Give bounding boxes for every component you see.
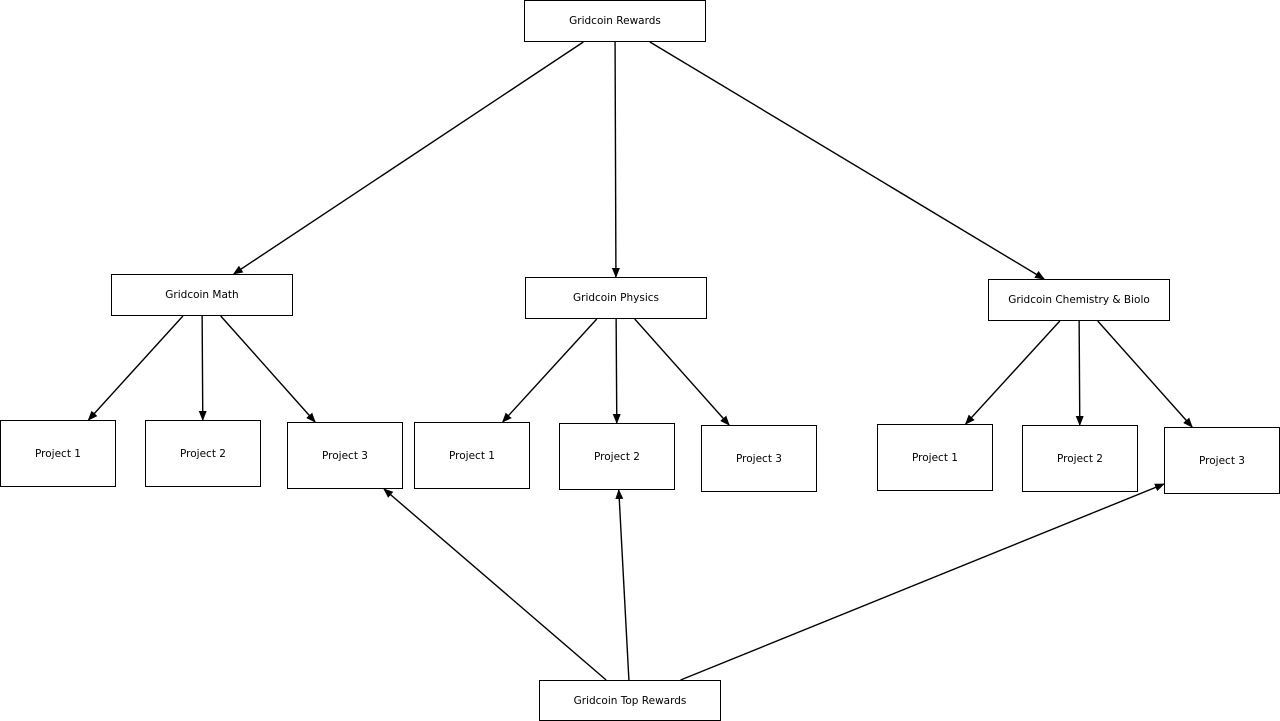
edge-chemistry-to-chemistry_project_3 (1097, 320, 1193, 428)
edge-rewards-to-chemistry (649, 41, 1045, 280)
edge-physics-to-physics_project_2 (612, 318, 621, 424)
node-label: Project 2 (1057, 452, 1103, 465)
edge-top_rewards-to-math_project_3 (383, 488, 607, 681)
node-gridcoin-top-rewards[interactable]: Gridcoin Top Rewards (539, 680, 721, 721)
node-label: Project 2 (594, 450, 640, 463)
node-label: Gridcoin Top Rewards (573, 694, 687, 707)
node-label: Project 2 (180, 447, 226, 460)
node-label: Gridcoin Physics (573, 292, 659, 304)
node-label: Gridcoin Math (165, 289, 239, 301)
edge-rewards-to-physics (611, 41, 620, 278)
edge-math-to-math_project_3 (220, 315, 316, 423)
node-label: Project 3 (1199, 454, 1245, 467)
node-label: Project 3 (322, 449, 368, 462)
edge-top_rewards-to-physics_project_2 (615, 489, 630, 681)
node-label: Project 1 (449, 449, 495, 462)
node-gridcoin-math[interactable]: Gridcoin Math (111, 274, 293, 316)
edge-math-to-math_project_2 (198, 315, 207, 421)
node-label: Project 1 (912, 451, 958, 464)
edge-chemistry-to-chemistry_project_2 (1075, 320, 1084, 426)
node-gridcoin-chemistry[interactable]: Gridcoin Chemistry & Biolo (988, 279, 1170, 321)
node-chemistry-project-2[interactable]: Project 2 (1022, 425, 1138, 492)
node-label: Gridcoin Chemistry & Biolo (1008, 294, 1150, 306)
node-math-project-2[interactable]: Project 2 (145, 420, 261, 487)
node-label: Project 1 (35, 447, 81, 460)
node-physics-project-3[interactable]: Project 3 (701, 425, 817, 492)
edge-physics-to-physics_project_3 (634, 318, 730, 426)
node-math-project-3[interactable]: Project 3 (287, 422, 403, 489)
node-chemistry-project-3[interactable]: Project 3 (1164, 427, 1280, 494)
edge-rewards-to-math (232, 41, 584, 275)
node-math-project-1[interactable]: Project 1 (0, 420, 116, 487)
edge-chemistry-to-chemistry_project_1 (964, 320, 1061, 425)
edge-top_rewards-to-chemistry_project_3 (680, 483, 1165, 681)
node-label: Project 3 (736, 452, 782, 465)
node-label: Gridcoin Rewards (569, 15, 661, 27)
node-gridcoin-physics[interactable]: Gridcoin Physics (525, 277, 707, 319)
node-chemistry-project-1[interactable]: Project 1 (877, 424, 993, 491)
node-gridcoin-rewards[interactable]: Gridcoin Rewards (524, 0, 706, 42)
edge-physics-to-physics_project_1 (501, 318, 598, 423)
edge-math-to-math_project_1 (87, 315, 184, 421)
node-physics-project-1[interactable]: Project 1 (414, 422, 530, 489)
node-physics-project-2[interactable]: Project 2 (559, 423, 675, 490)
